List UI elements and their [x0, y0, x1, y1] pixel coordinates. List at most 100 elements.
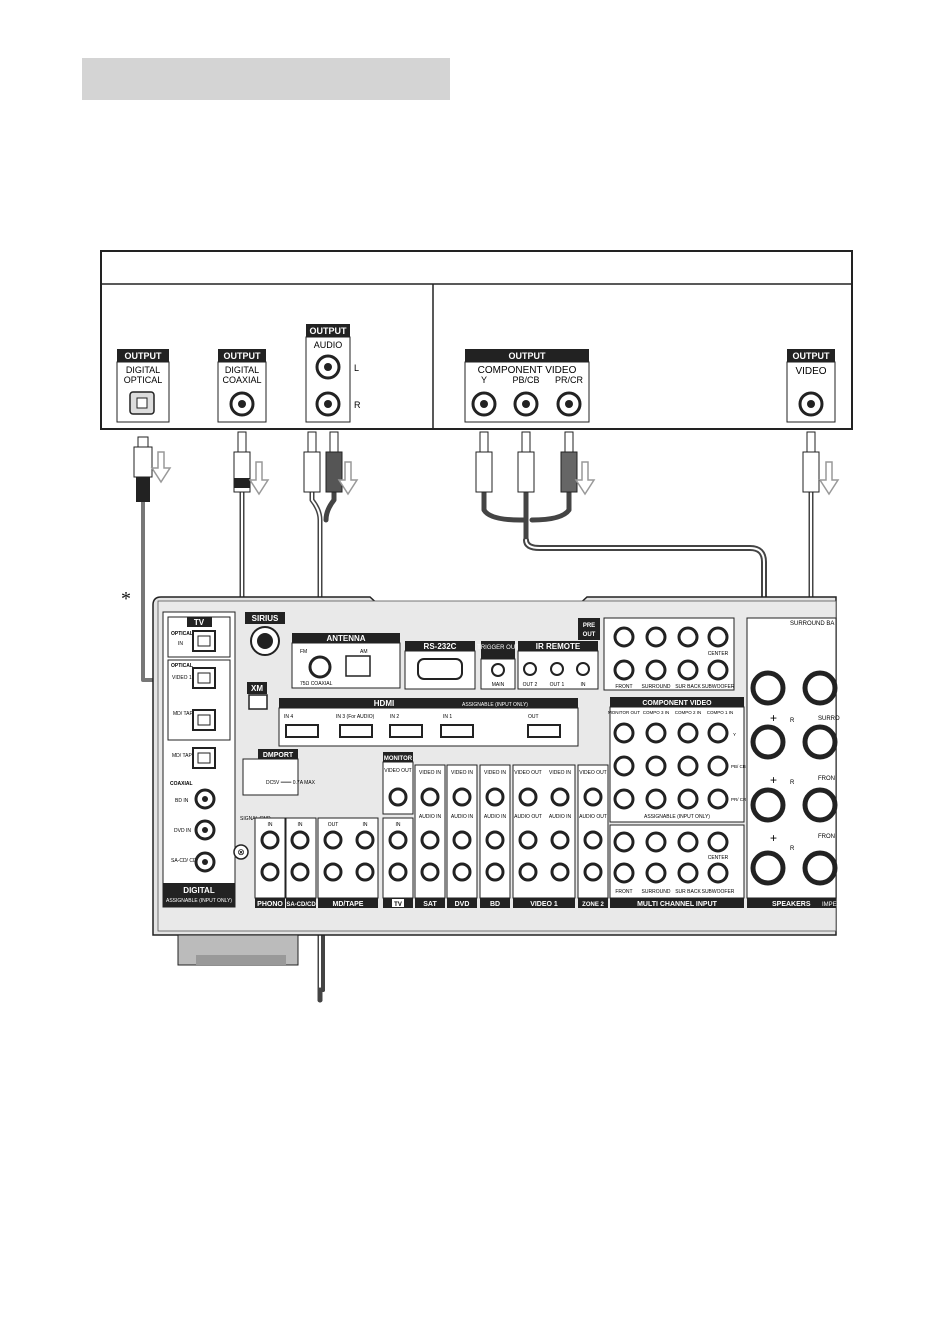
svg-text:VIDEO IN: VIDEO IN — [549, 770, 571, 776]
source-component-video-output[interactable]: OUTPUT COMPONENT VIDEO Y PB/CB PR/CR — [464, 349, 590, 423]
source-digital-optical-output[interactable]: OUTPUT DIGITAL OPTICAL — [116, 349, 170, 423]
svg-text:FRONT: FRONT — [615, 684, 632, 690]
digital-input-section: TV OPTICAL IN OPTICAL VIDEO 1 IN MD/ TAP… — [162, 611, 236, 908]
svg-text:PR/ CR: PR/ CR — [731, 797, 747, 802]
svg-text:OPTICAL: OPTICAL — [171, 663, 193, 669]
svg-text:⊗: ⊗ — [237, 847, 245, 857]
svg-text:COMPONENT VIDEO: COMPONENT VIDEO — [642, 700, 712, 707]
svg-text:SURROUND: SURROUND — [642, 684, 671, 690]
svg-text:OUTPUT: OUTPUT — [793, 351, 831, 361]
section-title-bar — [82, 58, 450, 100]
svg-text:PR/CR: PR/CR — [555, 375, 584, 385]
svg-text:IMPE: IMPE — [822, 902, 837, 908]
svg-text:IN: IN — [268, 822, 273, 828]
svg-text:COMPONENT VIDEO: COMPONENT VIDEO — [478, 365, 577, 376]
svg-text:SURRO: SURRO — [818, 716, 840, 722]
svg-text:OUT 1: OUT 1 — [550, 682, 565, 688]
svg-text:MD/ TAPE OUT: MD/ TAPE OUT — [172, 753, 207, 759]
svg-text:BD IN: BD IN — [175, 798, 189, 804]
svg-text:CENTER: CENTER — [708, 855, 729, 861]
svg-text:AUDIO: AUDIO — [314, 340, 343, 350]
svg-text:BD: BD — [490, 901, 500, 908]
multi-channel-input-section: CENTER FRONT SURROUND SUR BACK SUBWOOFER… — [609, 824, 745, 908]
svg-text:OUT: OUT — [528, 714, 539, 720]
svg-text:AUDIO OUT: AUDIO OUT — [579, 814, 607, 820]
footnote-marker: * — [121, 588, 131, 610]
svg-text:OUT: OUT — [328, 822, 339, 828]
svg-text:SUR BACK: SUR BACK — [675, 889, 701, 895]
top-control-row: SIRIUS XM ANTENNA FM 75Ω COAXIAL AM RS-2… — [245, 612, 599, 710]
analog-io-section: IN PHONO IN SA-CD/CD OUT IN MD/TAPE IN T… — [254, 752, 609, 908]
svg-text:VIDEO IN: VIDEO IN — [419, 770, 441, 776]
svg-text:MD/ TAPE IN: MD/ TAPE IN — [173, 711, 203, 717]
svg-text:COMPO 1 IN: COMPO 1 IN — [707, 710, 734, 715]
svg-text:PB/CB: PB/CB — [512, 375, 539, 385]
hdmi-section: HDMI ASSIGNABLE (INPUT ONLY) IN 4 IN 3 (… — [278, 698, 579, 747]
svg-text:SA-CD/ CD IN: SA-CD/ CD IN — [171, 858, 203, 864]
svg-text:DIGITAL: DIGITAL — [225, 365, 259, 375]
svg-text:MD/TAPE: MD/TAPE — [333, 901, 364, 908]
svg-text:R: R — [354, 400, 361, 410]
svg-text:OPTICAL: OPTICAL — [124, 375, 163, 385]
svg-text:ASSIGNABLE (INPUT ONLY): ASSIGNABLE (INPUT ONLY) — [644, 814, 710, 820]
svg-text:OUT: OUT — [583, 632, 596, 638]
svg-text:IR REMOTE: IR REMOTE — [536, 642, 581, 651]
svg-text:DVD IN: DVD IN — [174, 828, 191, 834]
svg-text:XM: XM — [251, 684, 263, 693]
svg-text:75Ω COAXIAL: 75Ω COAXIAL — [300, 681, 333, 687]
svg-text:HDMI: HDMI — [374, 699, 394, 708]
svg-text:+: + — [770, 773, 777, 787]
svg-text:FRONT: FRONT — [615, 889, 632, 895]
svg-text:L: L — [354, 363, 359, 373]
svg-text:SUBWOOFER: SUBWOOFER — [702, 684, 735, 690]
svg-text:ASSIGNABLE (INPUT ONLY): ASSIGNABLE (INPUT ONLY) — [462, 702, 528, 708]
svg-text:MONITOR: MONITOR — [384, 756, 413, 762]
svg-text:ASSIGNABLE (INPUT ONLY): ASSIGNABLE (INPUT ONLY) — [166, 898, 232, 904]
svg-text:PRE: PRE — [583, 623, 595, 629]
svg-text:OUTPUT: OUTPUT — [125, 351, 163, 361]
svg-text:IN: IN — [298, 822, 303, 828]
svg-text:SAT: SAT — [423, 901, 437, 908]
direction-arrows — [150, 451, 840, 496]
svg-text:IN 3 (For AUDIO): IN 3 (For AUDIO) — [336, 714, 375, 720]
svg-text:DIGITAL: DIGITAL — [126, 365, 160, 375]
svg-text:TV: TV — [194, 618, 205, 627]
svg-text:PB/ CB: PB/ CB — [731, 764, 746, 769]
svg-text:R: R — [790, 780, 795, 786]
svg-text:SA-CD/CD: SA-CD/CD — [286, 902, 316, 908]
svg-text:CENTER: CENTER — [708, 651, 729, 657]
source-audio-output[interactable]: OUTPUT AUDIO L R — [305, 324, 361, 423]
svg-text:SUBWOOFER: SUBWOOFER — [702, 889, 735, 895]
svg-text:OUT 2: OUT 2 — [523, 682, 538, 688]
svg-text:AUDIO OUT: AUDIO OUT — [514, 814, 542, 820]
svg-text:FRON: FRON — [818, 834, 835, 840]
svg-text:IN 2: IN 2 — [390, 714, 399, 720]
svg-text:RS-232C: RS-232C — [424, 642, 457, 651]
svg-text:AUDIO IN: AUDIO IN — [451, 814, 474, 820]
svg-text:IN: IN — [581, 682, 586, 688]
svg-text:VIDEO IN: VIDEO IN — [484, 770, 506, 776]
svg-text:FRON: FRON — [818, 776, 835, 782]
svg-text:ANTENNA: ANTENNA — [326, 634, 365, 643]
svg-text:DMPORT: DMPORT — [263, 752, 294, 759]
source-video-output[interactable]: OUTPUT VIDEO — [786, 349, 836, 423]
svg-text:AUDIO IN: AUDIO IN — [549, 814, 572, 820]
svg-text:IN 1: IN 1 — [443, 714, 452, 720]
speakers-section: SURROUND BA + R SURRO + R FRON + R FRON … — [746, 617, 840, 908]
svg-text:VIDEO 1: VIDEO 1 — [530, 901, 558, 908]
svg-text:DC5V ═══ 0.7A MAX: DC5V ═══ 0.7A MAX — [266, 780, 316, 786]
svg-text:R: R — [790, 718, 795, 724]
svg-text:VIDEO: VIDEO — [795, 366, 826, 377]
svg-text:SIRIUS: SIRIUS — [252, 614, 279, 623]
svg-text:COAXIAL: COAXIAL — [170, 781, 193, 787]
svg-text:+: + — [770, 711, 777, 725]
svg-text:OUTPUT: OUTPUT — [310, 326, 348, 336]
svg-text:DVD: DVD — [455, 901, 470, 908]
svg-text:IN: IN — [396, 822, 401, 828]
source-digital-coaxial-output[interactable]: OUTPUT DIGITAL COAXIAL — [217, 349, 267, 423]
svg-text:TV: TV — [394, 902, 402, 908]
svg-text:VIDEO OUT: VIDEO OUT — [579, 770, 607, 776]
svg-text:ZONE 2: ZONE 2 — [582, 902, 604, 908]
svg-text:TRIGGER OUT: TRIGGER OUT — [477, 645, 519, 651]
